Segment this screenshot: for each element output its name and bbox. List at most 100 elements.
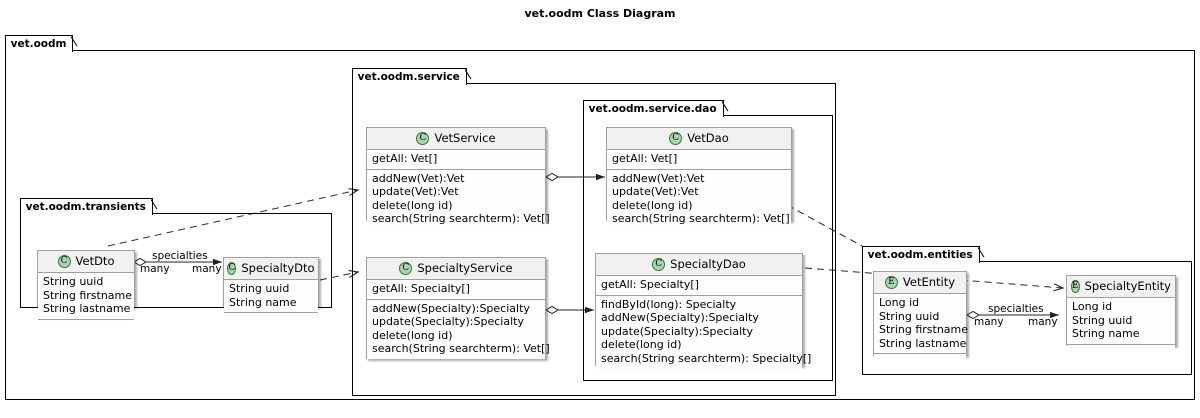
edge-label-entity-to-multiplicity: many — [1028, 316, 1058, 328]
class-circle-icon: C — [416, 131, 430, 145]
package-title-transients: vet.oodm.transients — [25, 200, 146, 213]
edge-label-entity-role: specialties — [988, 303, 1044, 315]
attribute-row: String uuid — [879, 309, 940, 323]
package-title-root: vet.oodm — [10, 37, 67, 50]
class-methods-specialtyentity — [1067, 344, 1175, 351]
attribute-row: String lastname — [879, 336, 967, 350]
class-header-vetdao: C VetDao — [607, 128, 791, 150]
attribute-row: getAll: Vet[] — [372, 152, 438, 165]
class-header-specialtyservice: C SpecialtyService — [367, 258, 545, 280]
method-row: search(String searchterm): Vet[] — [372, 342, 550, 356]
attribute-row: String name — [229, 295, 297, 309]
class-methods-specialtydao: findById(long): Specialty addNew(Special… — [596, 295, 812, 369]
edge-label-entity-from-multiplicity: many — [974, 316, 1004, 328]
attribute-row: getAll: Specialty[] — [372, 282, 470, 295]
package-vet-oodm-service[interactable]: vet.oodm.service — [351, 67, 836, 396]
class-circle-icon: C — [227, 261, 237, 275]
method-row: addNew(Specialty):Specialty — [601, 311, 759, 325]
edge-label-dto-to-multiplicity: many — [192, 263, 222, 275]
attribute-row: String uuid — [1072, 313, 1133, 327]
method-row: update(Vet):Vet — [372, 185, 459, 199]
class-circle-icon: C — [669, 131, 683, 145]
class-attributes-vetentity: Long id String uuid String firstname Str… — [874, 294, 969, 355]
class-box-vetservice[interactable]: C VetService getAll: Vet[] addNew(Vet):V… — [366, 127, 550, 229]
class-attributes-specialtydao: getAll: Specialty[] — [596, 276, 802, 296]
attribute-row: String lastname — [43, 302, 131, 316]
class-header-vetdto: C VetDto — [38, 251, 134, 273]
class-name-specialtyservice: SpecialtyService — [417, 261, 513, 275]
entity-circle-icon: E — [1071, 279, 1080, 293]
attribute-row: String firstname — [43, 288, 133, 302]
package-vet-oodm-service-dao[interactable]: vet.oodm.service.dao — [582, 99, 833, 381]
package-vet-oodm[interactable]: vet.oodm — [4, 34, 1195, 400]
class-circle-icon: C — [57, 254, 71, 268]
package-label-vet-oodm-entities: vet.oodm.entities — [861, 245, 980, 263]
class-name-specialtydto: SpecialtyDto — [241, 261, 315, 275]
attribute-row: String firstname — [879, 323, 969, 337]
package-vet-oodm-entities[interactable]: vet.oodm.entities — [861, 245, 1192, 375]
method-row: addNew(Vet):Vet — [372, 171, 465, 185]
class-header-specialtyentity: E SpecialtyEntity — [1067, 276, 1175, 298]
attribute-row: getAll: Vet[] — [612, 152, 678, 165]
attribute-row: String uuid — [229, 282, 290, 295]
package-tab-slant-icon — [978, 245, 988, 263]
edge-label-dto-role: specialties — [152, 250, 208, 262]
class-methods-vetservice: addNew(Vet):Vet update(Vet):Vet delete(l… — [367, 169, 550, 229]
class-header-vetservice: C VetService — [367, 128, 545, 150]
class-attributes-vetdao: getAll: Vet[] — [607, 150, 791, 170]
class-attributes-specialtyentity: Long id String uuid String name — [1067, 298, 1175, 345]
class-methods-specialtyservice: addNew(Specialty):Specialty update(Speci… — [367, 299, 550, 359]
package-label-vet-oodm: vet.oodm — [4, 34, 74, 52]
method-row: findById(long): Specialty — [601, 297, 737, 311]
class-header-specialtydao: C SpecialtyDao — [596, 254, 802, 276]
method-row: search(String searchterm): Specialty[] — [601, 351, 812, 365]
package-tab-slant-icon — [151, 197, 161, 215]
package-title-service: vet.oodm.service — [357, 70, 460, 83]
class-methods-specialtydto — [224, 313, 318, 320]
method-row: addNew(Specialty):Specialty — [372, 301, 530, 315]
class-box-specialtydao[interactable]: C SpecialtyDao getAll: Specialty[] findB… — [595, 253, 812, 369]
method-row: search(String searchterm): Vet[] — [612, 212, 790, 226]
package-label-vet-oodm-service-dao: vet.oodm.service.dao — [582, 99, 724, 117]
package-tab-slant-icon — [722, 99, 732, 117]
method-row: addNew(Vet):Vet — [612, 171, 705, 185]
class-header-specialtydto: C SpecialtyDto — [224, 258, 318, 280]
method-row: update(Specialty):Specialty — [372, 315, 524, 329]
package-vet-oodm-transients[interactable]: vet.oodm.transients — [19, 197, 332, 308]
class-attributes-vetdto: String uuid String firstname String last… — [38, 273, 134, 320]
class-box-vetdao[interactable]: C VetDao getAll: Vet[] addNew(Vet):Vet u… — [606, 127, 792, 229]
package-label-vet-oodm-service: vet.oodm.service — [351, 67, 467, 85]
class-circle-icon: C — [399, 261, 413, 275]
method-row: delete(long id) — [372, 328, 453, 342]
class-header-vetentity: E VetEntity — [874, 272, 966, 294]
method-row: update(Specialty):Specialty — [601, 324, 753, 338]
package-tab-slant-icon — [71, 34, 81, 52]
class-box-specialtyentity[interactable]: E SpecialtyEntity Long id String uuid St… — [1066, 275, 1176, 351]
class-name-vetdto: VetDto — [75, 254, 115, 268]
class-attributes-specialtyservice: getAll: Specialty[] — [367, 280, 545, 300]
class-name-specialtydao: SpecialtyDao — [670, 257, 746, 271]
class-name-vetdao: VetDao — [687, 131, 729, 145]
class-name-specialtyentity: SpecialtyEntity — [1084, 279, 1171, 293]
method-row: search(String searchterm): Vet[] — [372, 212, 550, 226]
class-attributes-specialtydto: String uuid String name — [224, 280, 318, 314]
attribute-row: Long id — [879, 296, 920, 309]
class-methods-vetdto — [38, 319, 134, 326]
class-methods-vetentity — [874, 354, 966, 361]
edge-label-dto-from-multiplicity: many — [140, 263, 170, 275]
class-attributes-vetservice: getAll: Vet[] — [367, 150, 545, 170]
class-box-specialtyservice[interactable]: C SpecialtyService getAll: Specialty[] a… — [366, 257, 550, 359]
method-row: update(Vet):Vet — [612, 185, 699, 199]
package-title-dao: vet.oodm.service.dao — [588, 102, 717, 115]
method-row: delete(long id) — [372, 198, 453, 212]
class-circle-icon: C — [652, 257, 666, 271]
class-box-vetentity[interactable]: E VetEntity Long id String uuid String f… — [873, 271, 969, 361]
attribute-row: String uuid — [43, 275, 104, 288]
class-name-vetservice: VetService — [434, 131, 496, 145]
class-methods-vetdao: addNew(Vet):Vet update(Vet):Vet delete(l… — [607, 169, 791, 229]
package-title-entities: vet.oodm.entities — [867, 248, 973, 261]
class-box-specialtydto[interactable]: C SpecialtyDto String uuid String name — [223, 257, 319, 320]
class-box-vetdto[interactable]: C VetDto String uuid String firstname St… — [37, 250, 135, 326]
method-row: delete(long id) — [601, 338, 682, 352]
